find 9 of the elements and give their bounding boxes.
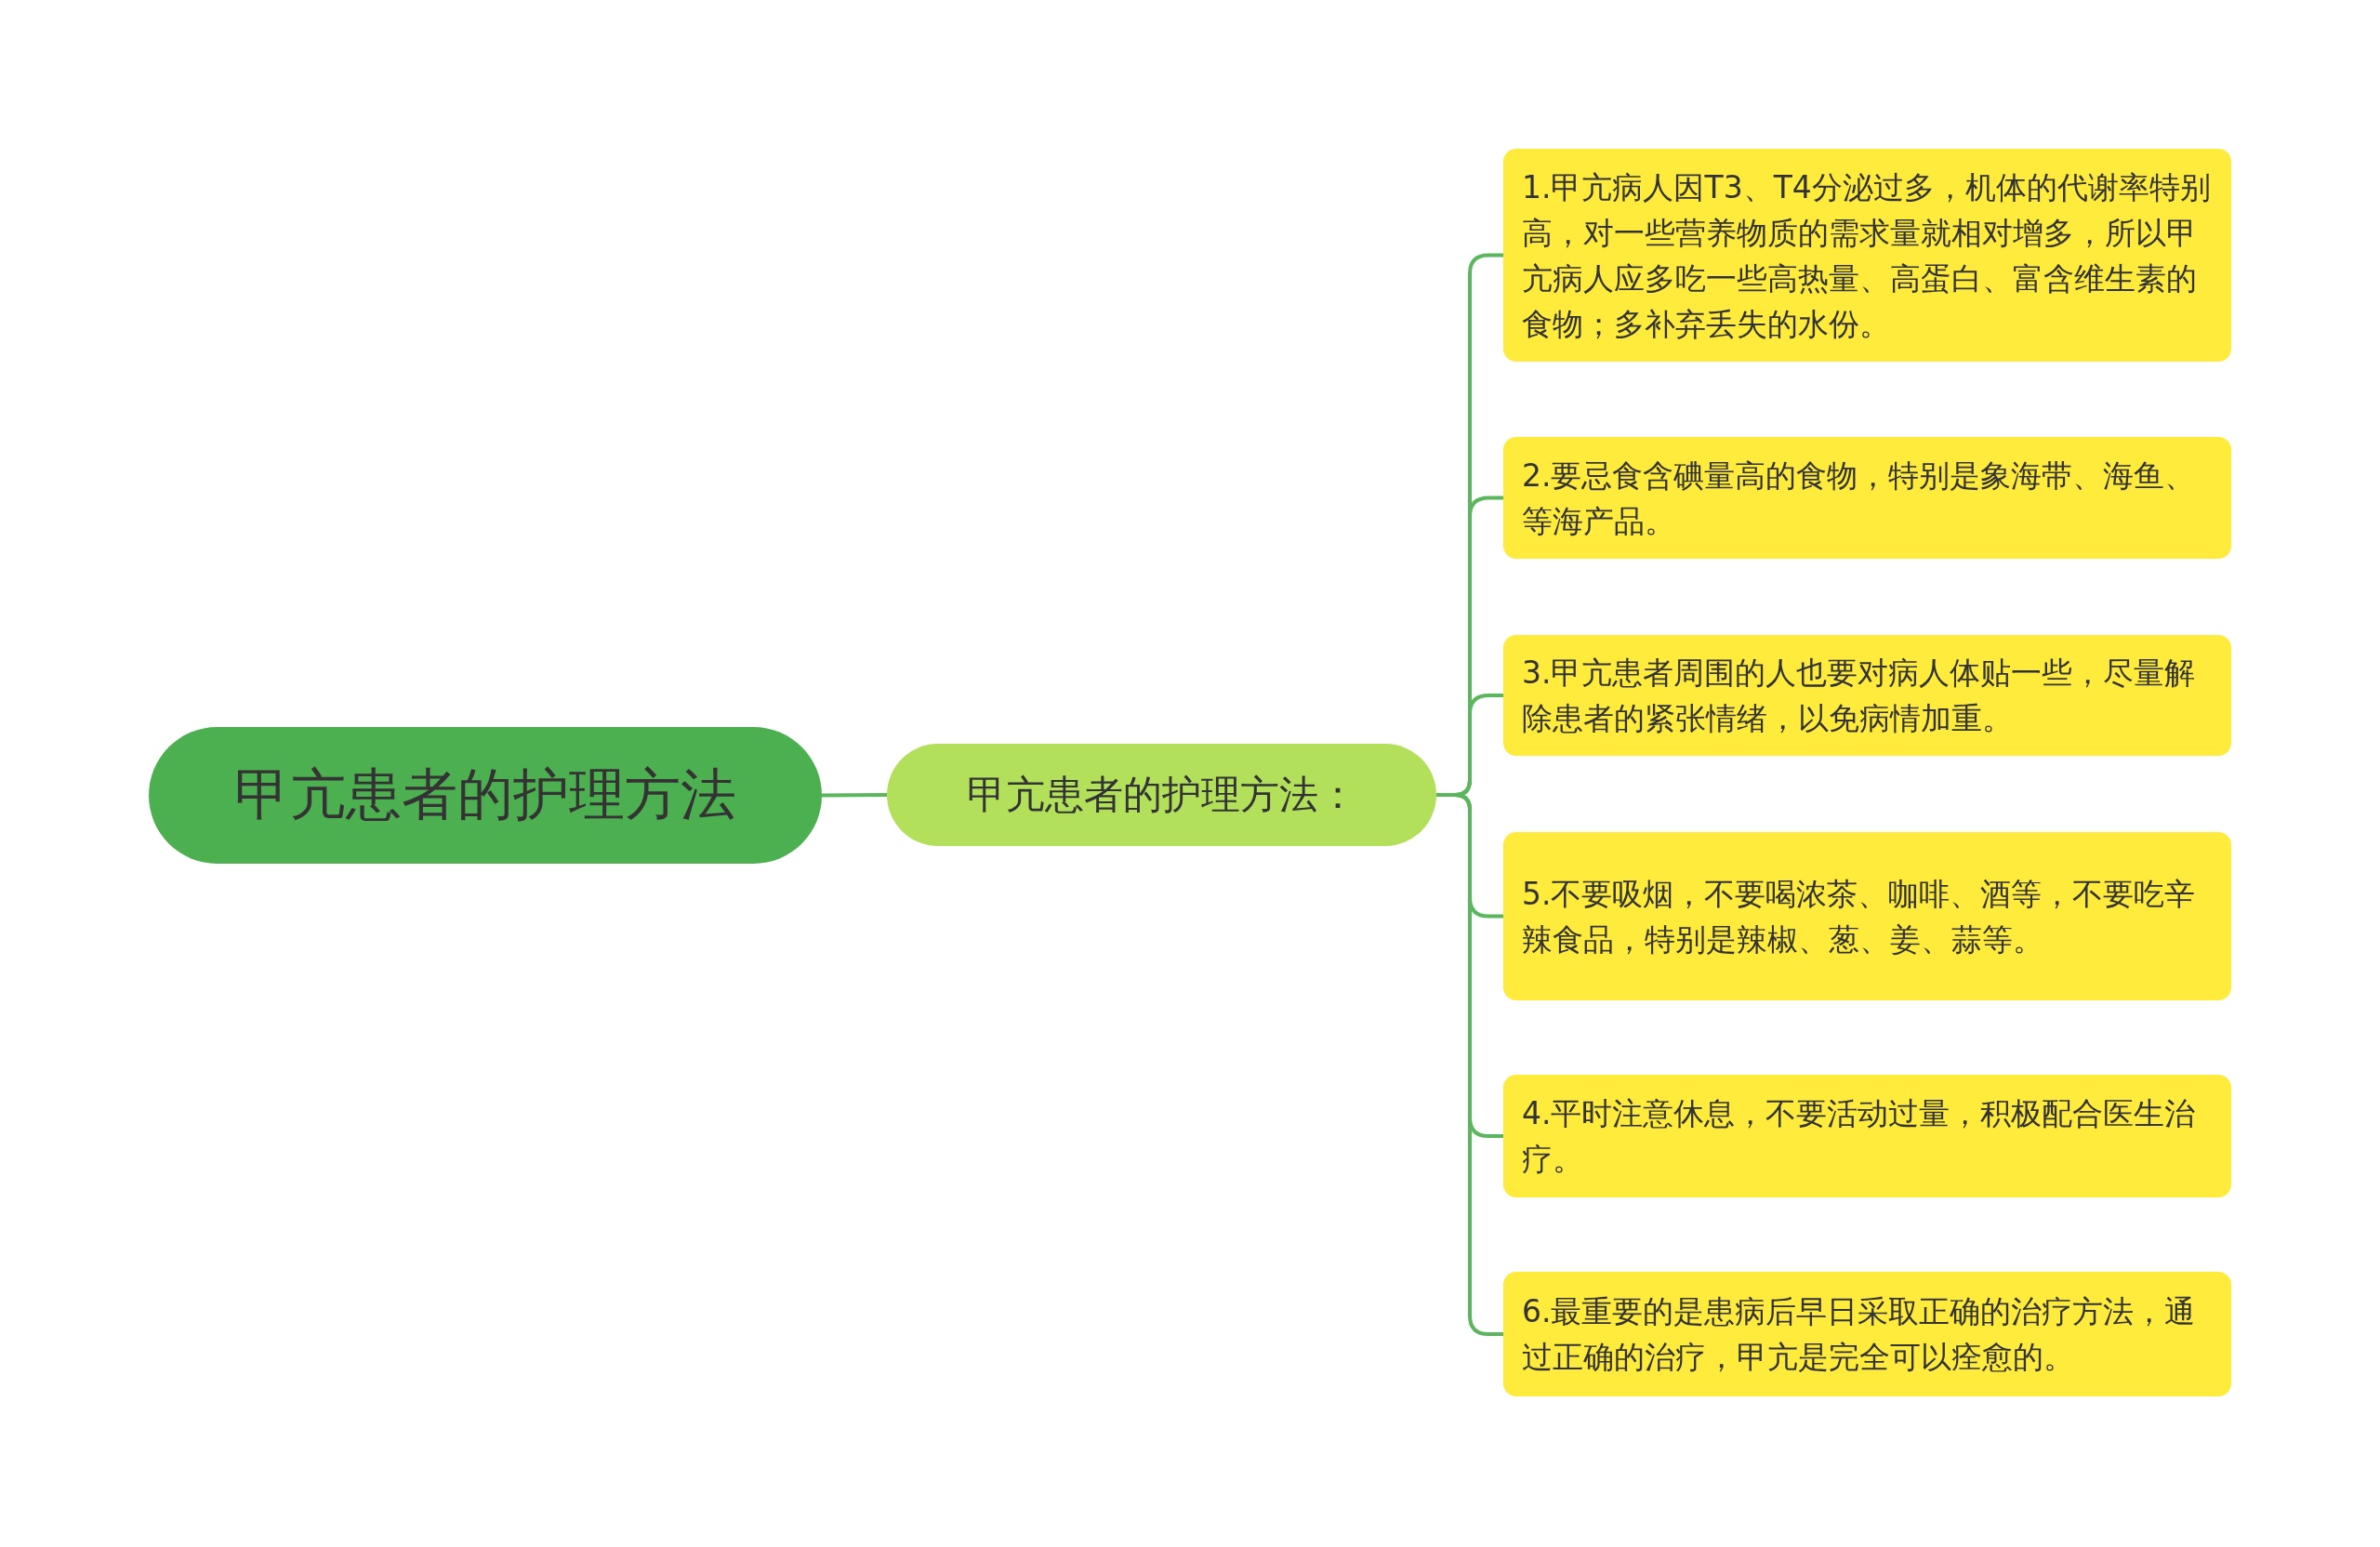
note-box: 3.甲亢患者周围的人也要对病人体贴一些，尽量解除患者的紧张情绪，以免病情加重。: [1503, 635, 2231, 756]
topic-box: 甲亢患者的护理方法：: [887, 744, 1436, 846]
note-box: 6.最重要的是患病后早日采取正确的治疗方法，通过正确的治疗，甲亢是完全可以痊愈的。: [1503, 1272, 2231, 1396]
note-box: 2.要忌食含碘量高的食物，特别是象海带、海鱼、等海产品。: [1503, 437, 2231, 559]
connector-line: [822, 793, 887, 798]
note-box: 5.不要吸烟，不要喝浓茶、咖啡、酒等，不要吃辛辣食品，特别是辣椒、葱、姜、蒜等。: [1503, 832, 2231, 1000]
root-box: 甲亢患者的护理方法: [149, 727, 822, 864]
note-box: 4.平时注意休息，不要活动过量，积极配合医生治疗。: [1503, 1075, 2231, 1197]
note-box: 1.甲亢病人因T3、T4分泌过多，机体的代谢率特别高，对一些营养物质的需求量就相对增多，所以甲亢病人应多吃一些高热量、高蛋白、富含维生素的食物；多补弃丢失的水份。: [1503, 149, 2231, 362]
